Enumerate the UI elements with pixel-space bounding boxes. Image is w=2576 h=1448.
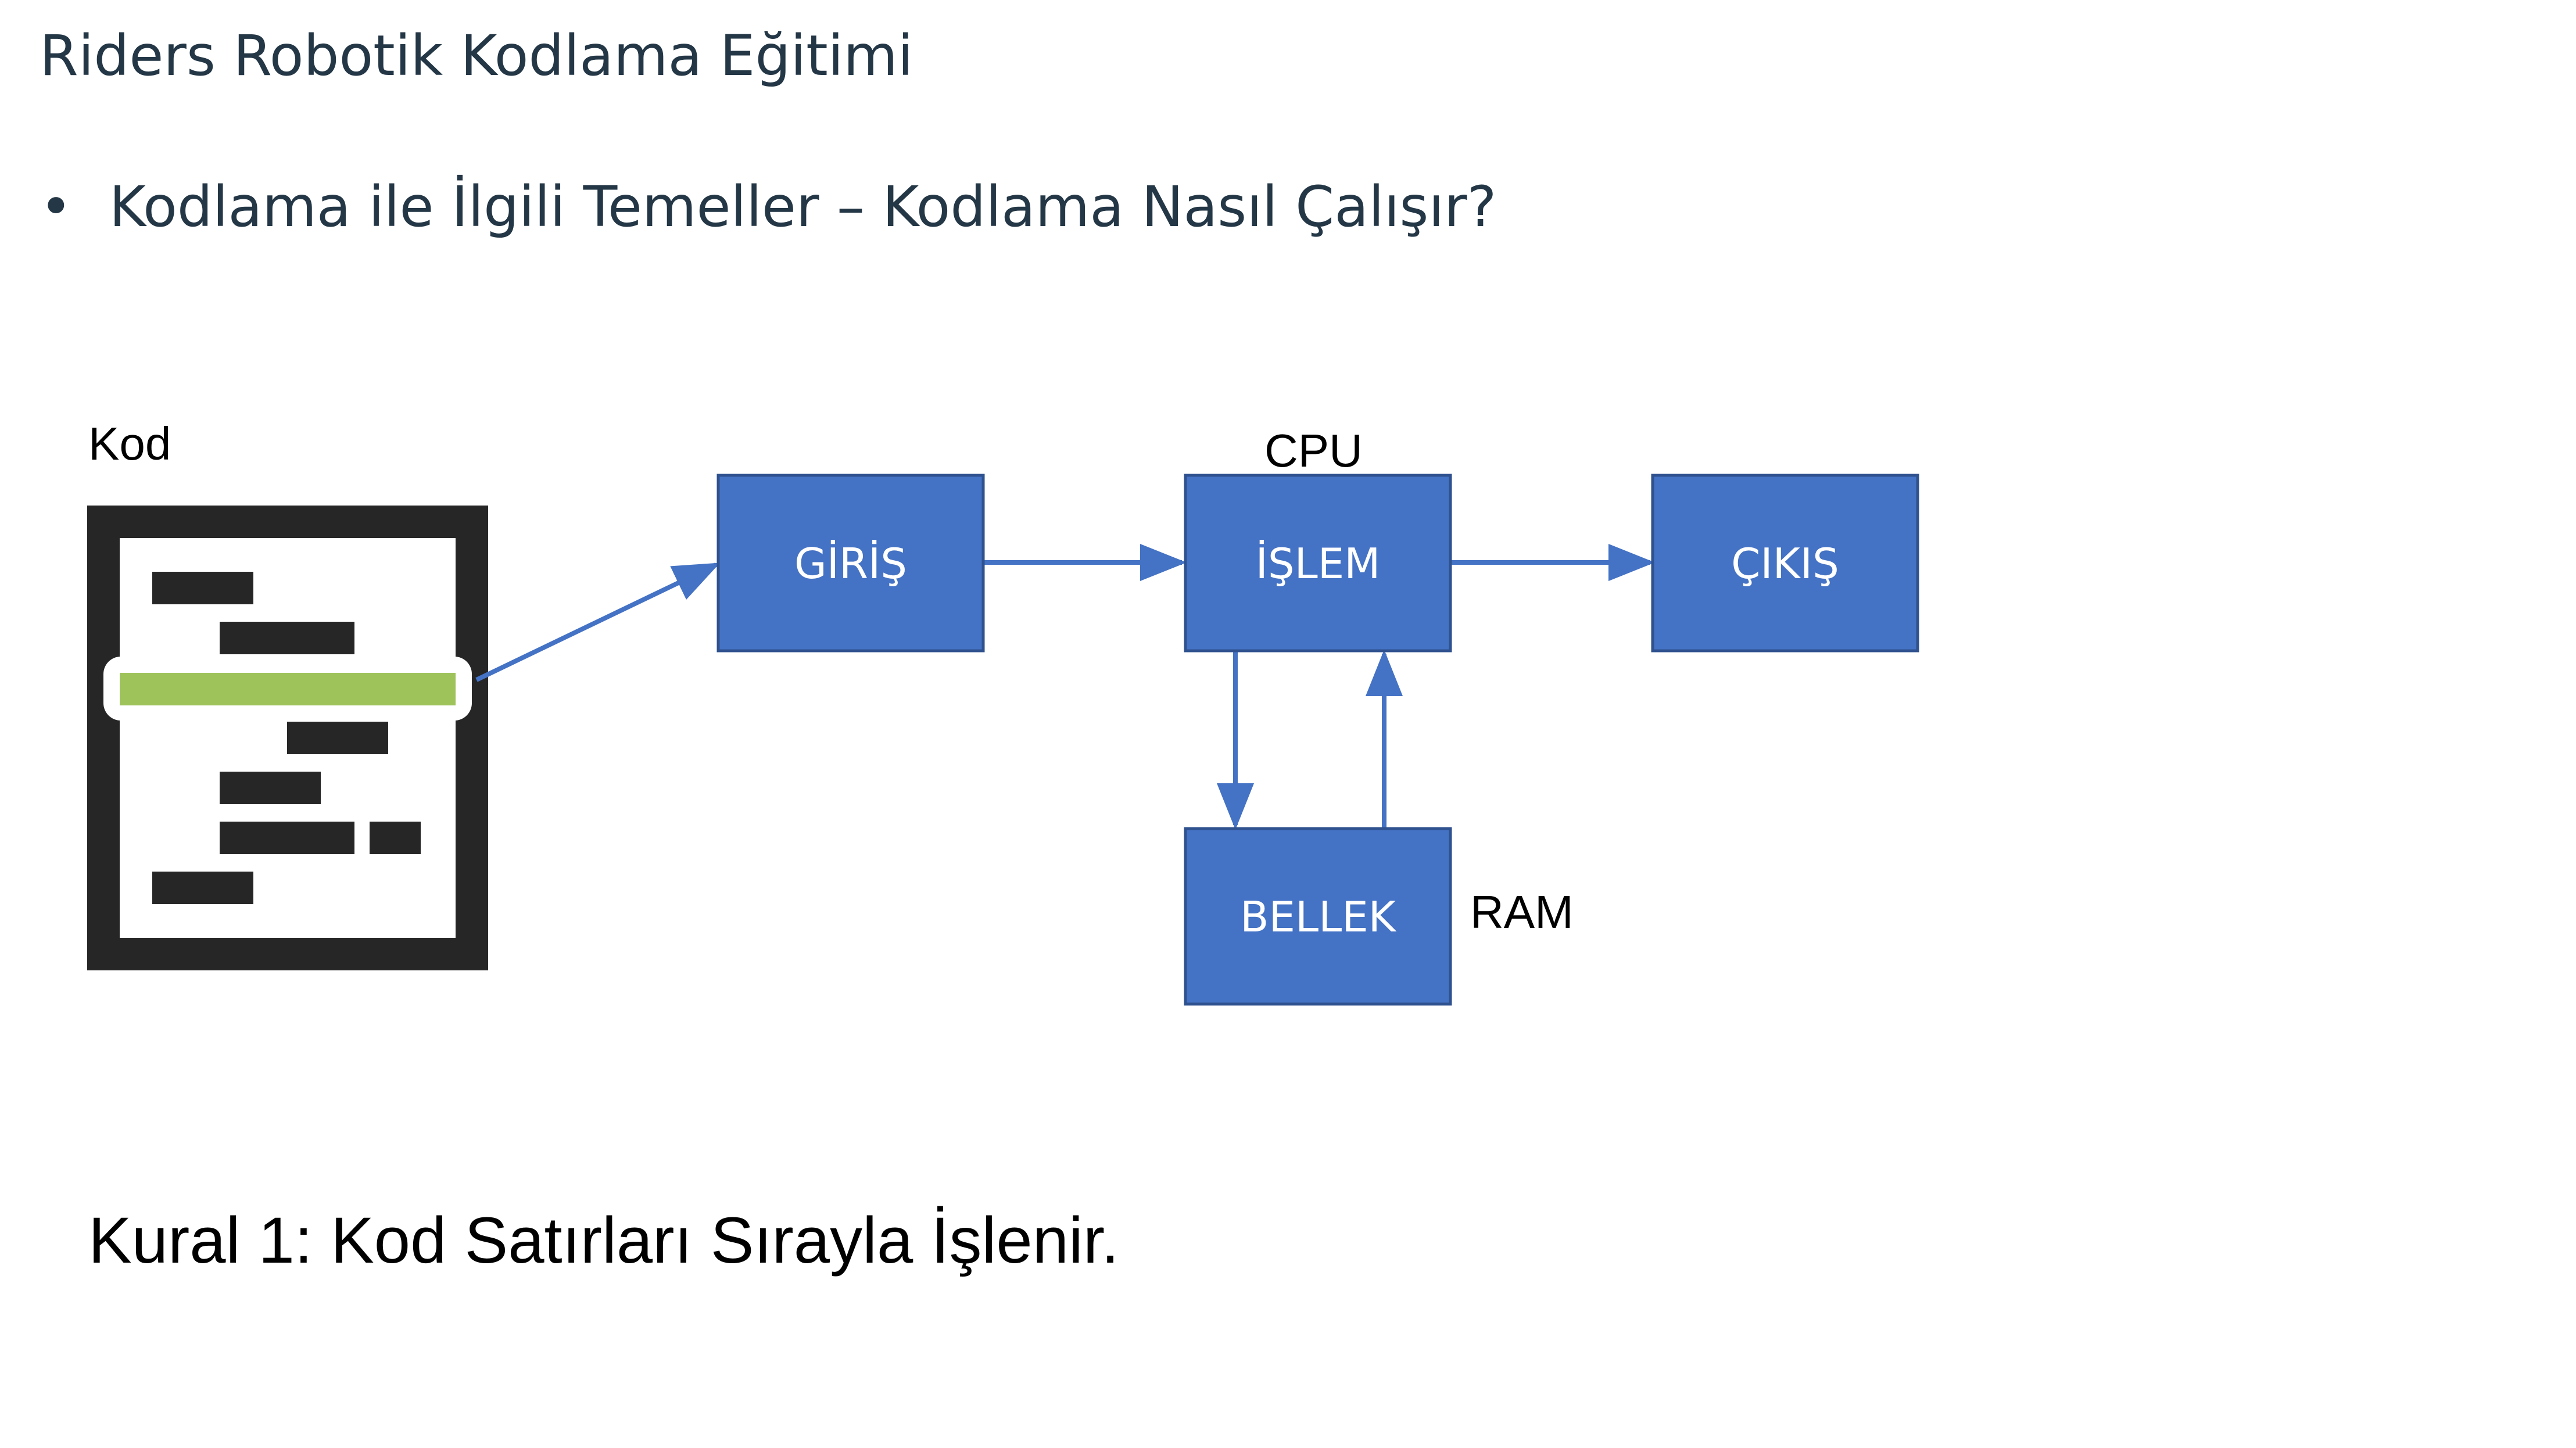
code-line [287,722,388,754]
output-box-label: ÇIKIŞ [1731,539,1839,588]
code-line [152,872,253,904]
code-document-icon [87,506,488,970]
input-box: GİRİŞ [716,474,985,653]
rule-text: Kural 1: Kod Satırları Sırayla İşlenir. [88,1204,1120,1277]
highlighted-code-line [120,673,456,705]
output-box: ÇIKIŞ [1651,474,1919,653]
code-line [152,572,253,604]
ram-label: RAM [1470,886,1574,938]
cpu-label: CPU [1264,425,1363,476]
bullet-dot: • [40,174,73,239]
slide-title: Riders Robotik Kodlama Eğitimi [40,23,913,88]
code-line [370,822,421,854]
input-box-label: GİRİŞ [794,539,907,588]
code-line [220,772,321,804]
memory-box: BELLEK [1184,827,1452,1006]
bullet-item: • Kodlama ile İlgili Temeller – Kodlama N… [40,174,1496,239]
process-box: İŞLEM [1184,474,1452,653]
memory-box-label: BELLEK [1240,893,1397,941]
process-box-label: İŞLEM [1256,539,1381,588]
bullet-text: Kodlama ile İlgili Temeller – Kodlama Na… [109,174,1497,239]
arrow-code-to-input [475,562,721,682]
code-line [220,822,354,854]
code-label: Kod [88,418,171,469]
code-line [220,622,354,654]
